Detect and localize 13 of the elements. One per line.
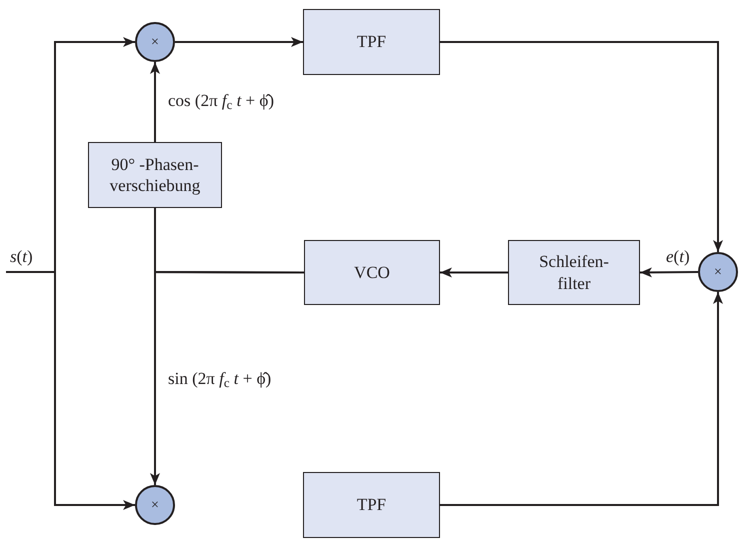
arrow <box>175 37 303 47</box>
arrow <box>6 271 135 510</box>
arrow <box>150 271 304 485</box>
block-box: TPF <box>303 472 440 538</box>
block-box: 90° -Phasen- verschiebung <box>88 142 222 208</box>
arrow <box>440 41 723 252</box>
arrow <box>640 267 698 278</box>
block-box: TPF <box>303 9 440 75</box>
block-box: Schleifen- filter <box>508 240 640 305</box>
arrow <box>440 268 508 278</box>
arrow <box>150 62 160 142</box>
block-box: VCO <box>304 240 440 305</box>
arrow <box>440 292 723 506</box>
